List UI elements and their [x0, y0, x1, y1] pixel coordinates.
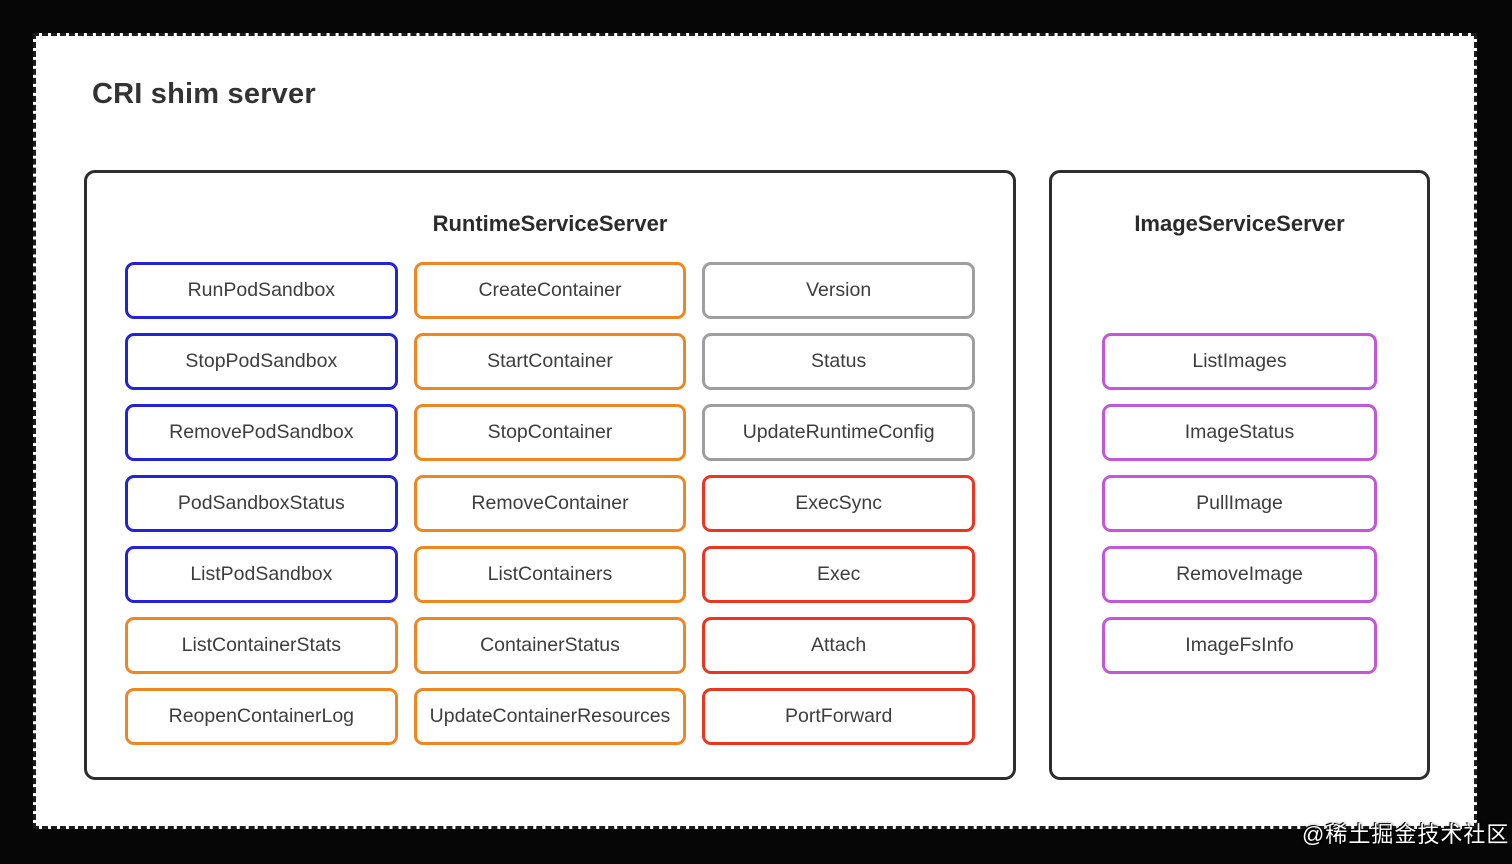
rpc-method-box: RemovePodSandbox [125, 404, 398, 461]
rpc-method-box: CreateContainer [413, 262, 687, 319]
rpc-method-box: Exec [702, 546, 975, 603]
rpc-method-box: PodSandboxStatus [125, 475, 398, 532]
page-title: CRI shim server [92, 78, 316, 110]
rpc-method-box: ImageStatus [1102, 404, 1377, 461]
rpc-method-box: StopContainer [413, 404, 687, 461]
rpc-method-box: ListContainerStats [125, 617, 398, 674]
runtime-service-server-panel: RuntimeServiceServer RunPodSandbox Create… [84, 170, 1016, 780]
rpc-method-box: ListContainers [413, 546, 687, 603]
rpc-method-box: UpdateContainerResources [413, 688, 687, 745]
rpc-method-box: Attach [702, 617, 975, 674]
rpc-method-box: Status [702, 333, 975, 390]
rpc-method-box: StartContainer [413, 333, 687, 390]
rpc-method-box: PortForward [702, 688, 975, 745]
rpc-method-box: RemoveImage [1102, 546, 1377, 603]
rpc-method-box: ContainerStatus [413, 617, 687, 674]
rpc-method-box: ListPodSandbox [125, 546, 398, 603]
rpc-method-box: RemoveContainer [413, 475, 687, 532]
rpc-method-box: StopPodSandbox [125, 333, 398, 390]
runtime-service-server-title: RuntimeServiceServer [432, 211, 668, 236]
rpc-method-box: ExecSync [702, 475, 975, 532]
rpc-method-box: RunPodSandbox [125, 262, 398, 319]
watermark: @稀土掘金技术社区 [1302, 822, 1510, 847]
rpc-method-box: PullImage [1102, 475, 1377, 532]
image-service-server-title: ImageServiceServer [1134, 211, 1345, 236]
rpc-method-box: Version [702, 262, 975, 319]
diagram-canvas: CRI shim server RuntimeServiceServer Run… [33, 33, 1477, 829]
rpc-method-box: ListImages [1102, 333, 1377, 390]
rpc-method-box: UpdateRuntimeConfig [702, 404, 975, 461]
rpc-method-box: ReopenContainerLog [125, 688, 398, 745]
rpc-method-box: ImageFsInfo [1102, 617, 1377, 674]
